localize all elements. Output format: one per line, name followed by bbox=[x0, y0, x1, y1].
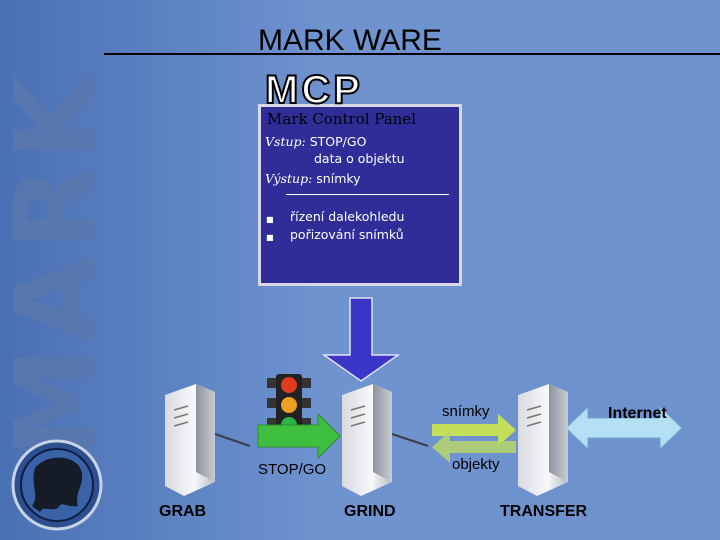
objekty-label: objekty bbox=[452, 456, 500, 473]
control-panel-box bbox=[258, 104, 462, 286]
page-title: MARK WARE bbox=[258, 24, 442, 57]
double-arrow-exchange-icon bbox=[432, 414, 516, 463]
bullet-item-1: řízení dalekohledu bbox=[290, 209, 405, 224]
output-label: Výstup: bbox=[265, 171, 313, 186]
arrow-down-icon bbox=[321, 297, 401, 382]
internet-label: Internet bbox=[608, 405, 667, 422]
server-label-grind: GRIND bbox=[344, 503, 396, 520]
arrow-internet-icon bbox=[565, 405, 683, 451]
snimky-label: snímky bbox=[442, 403, 490, 420]
input-row: Vstup: STOP/GO bbox=[265, 134, 366, 149]
server-transfer-icon bbox=[518, 384, 568, 496]
output-row: Výstup: snímky bbox=[265, 171, 361, 186]
input-label: Vstup: bbox=[265, 134, 306, 149]
server-label-transfer: TRANSFER bbox=[500, 503, 588, 520]
input-value-2: data o objektu bbox=[314, 151, 405, 166]
stop-go-label: STOP/GO bbox=[258, 461, 327, 478]
title-underline bbox=[104, 53, 720, 55]
bullet-icon: ■ bbox=[266, 233, 274, 242]
panel-divider bbox=[286, 194, 449, 195]
panel-title: Mark Control Panel bbox=[267, 110, 416, 128]
bullet-item-2: pořizování snímků bbox=[290, 227, 404, 242]
output-value: snímky bbox=[316, 171, 361, 186]
bullet-icon: ■ bbox=[266, 215, 274, 224]
mcp-logo: MCP bbox=[264, 68, 363, 112]
server-label-grab: GRAB bbox=[159, 503, 207, 520]
logo-emblem-icon bbox=[11, 439, 103, 531]
server-grind-icon bbox=[342, 384, 429, 496]
server-grab-icon bbox=[165, 384, 251, 496]
arrow-right-green-icon bbox=[257, 412, 341, 460]
input-value-1: STOP/GO bbox=[309, 134, 367, 149]
